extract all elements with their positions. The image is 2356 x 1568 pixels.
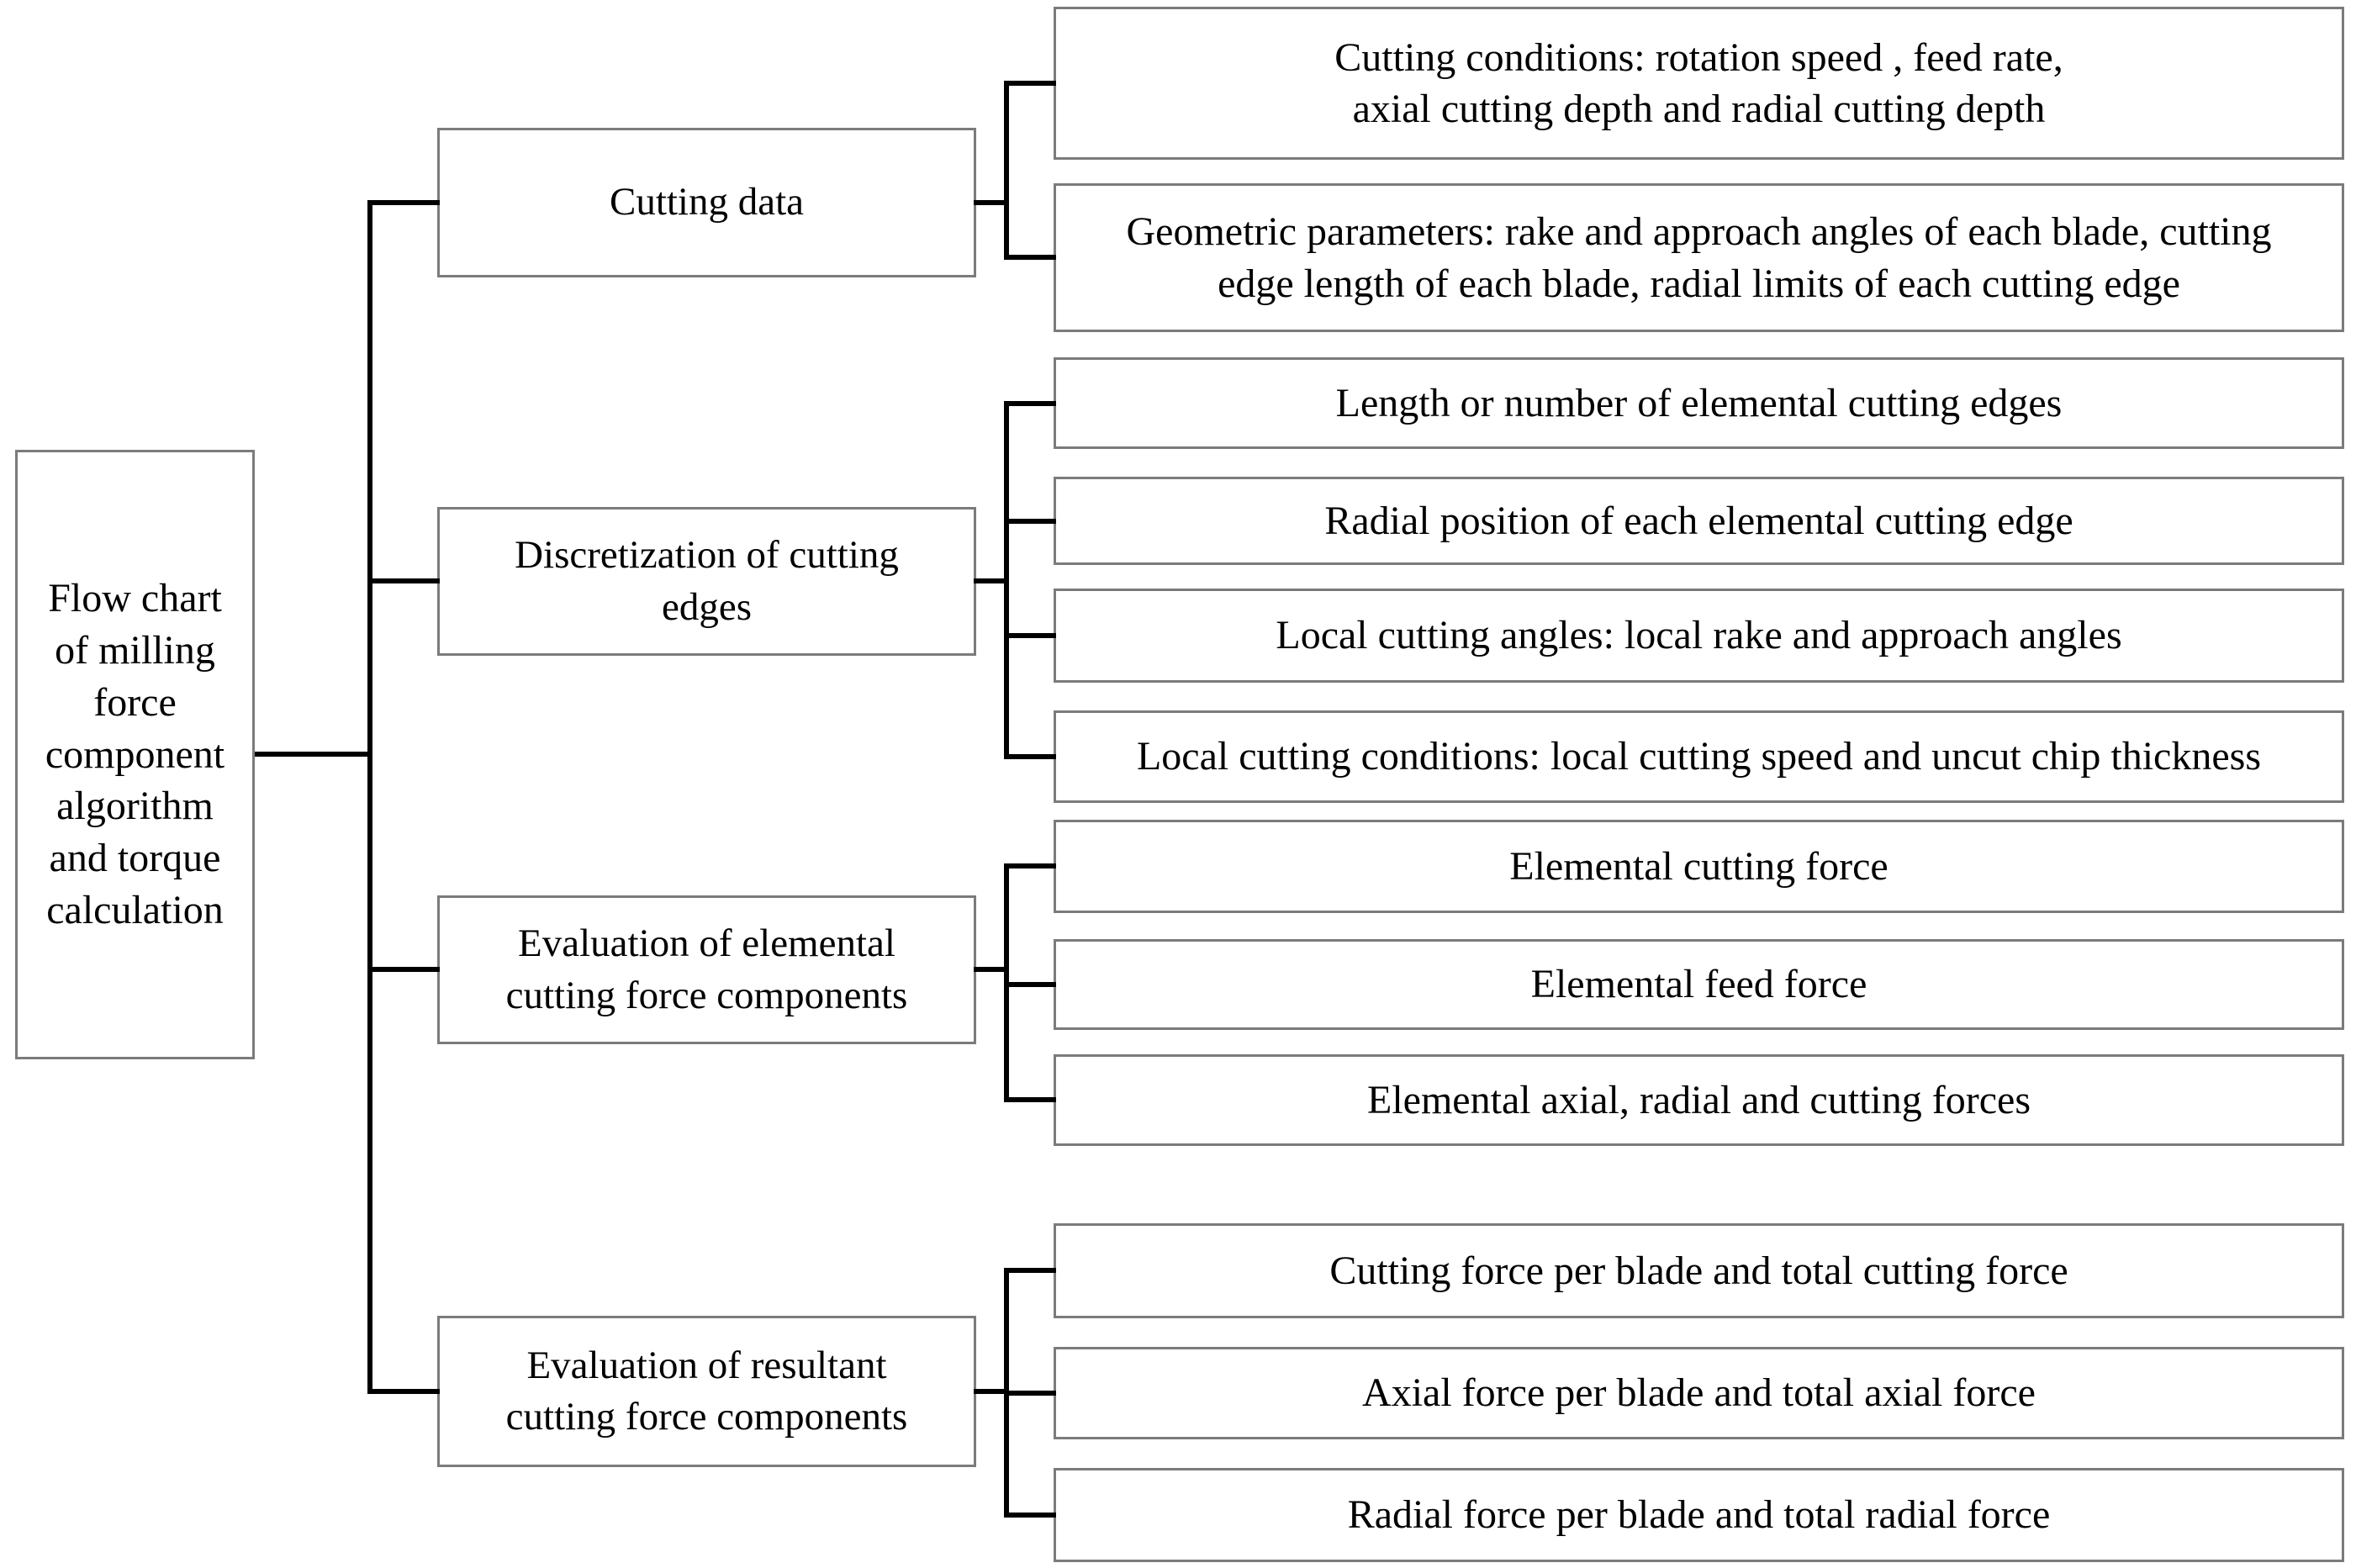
connector-g4-leaf3	[1004, 1513, 1056, 1518]
group-box-resultant-forces: Evaluation of resultant cutting force co…	[437, 1316, 976, 1467]
connector-g2-trunk	[1004, 401, 1009, 759]
connector-g3-out	[974, 967, 1009, 972]
connector-main-trunk	[367, 200, 372, 1394]
leaf-box-cutting-conditions: Cutting conditions: rotation speed , fee…	[1054, 7, 2344, 160]
connector-g3-leaf3	[1004, 1097, 1056, 1102]
connector-g2-leaf4	[1004, 754, 1056, 759]
connector-root-stub	[255, 752, 372, 757]
connector-branch-discretization	[367, 578, 440, 583]
leaf-box-elemental-feed-force: Elemental feed force	[1054, 939, 2344, 1030]
connector-g1-leaf2	[1004, 255, 1056, 260]
connector-g2-out	[974, 578, 1009, 583]
leaf-box-radial-force-per-blade: Radial force per blade and total radial …	[1054, 1468, 2344, 1562]
group-box-elemental-forces: Evaluation of elemental cutting force co…	[437, 895, 976, 1044]
leaf-box-axial-force-per-blade: Axial force per blade and total axial fo…	[1054, 1347, 2344, 1439]
leaf-box-elemental-axial-radial: Elemental axial, radial and cutting forc…	[1054, 1054, 2344, 1146]
connector-g2-leaf3	[1004, 633, 1056, 638]
leaf-box-local-cutting-angles: Local cutting angles: local rake and app…	[1054, 589, 2344, 683]
leaf-box-cutting-force-per-blade: Cutting force per blade and total cuttin…	[1054, 1223, 2344, 1318]
connector-g2-leaf1	[1004, 401, 1056, 406]
leaf-box-radial-position: Radial position of each elemental cuttin…	[1054, 477, 2344, 565]
connector-branch-cutting-data	[367, 200, 440, 205]
connector-g1-trunk	[1004, 81, 1009, 260]
connector-g3-leaf2	[1004, 982, 1056, 987]
leaf-box-length-or-number: Length or number of elemental cutting ed…	[1054, 357, 2344, 449]
group-box-discretization: Discretization of cutting edges	[437, 507, 976, 656]
connector-g1-out	[974, 200, 1009, 205]
root-node-box: Flow chart of milling force component al…	[15, 450, 255, 1059]
connector-g2-leaf2	[1004, 519, 1056, 524]
leaf-box-elemental-cutting-force: Elemental cutting force	[1054, 820, 2344, 913]
connector-g4-leaf2	[1004, 1391, 1056, 1396]
group-box-cutting-data: Cutting data	[437, 128, 976, 277]
connector-g3-leaf1	[1004, 863, 1056, 868]
connector-branch-resultant	[367, 1389, 440, 1394]
leaf-box-local-cutting-conditions: Local cutting conditions: local cutting …	[1054, 710, 2344, 803]
leaf-box-geometric-parameters: Geometric parameters: rake and approach …	[1054, 183, 2344, 332]
connector-g4-out	[974, 1389, 1009, 1394]
connector-g4-leaf1	[1004, 1268, 1056, 1273]
connector-branch-elemental	[367, 967, 440, 972]
connector-g1-leaf1	[1004, 81, 1056, 86]
